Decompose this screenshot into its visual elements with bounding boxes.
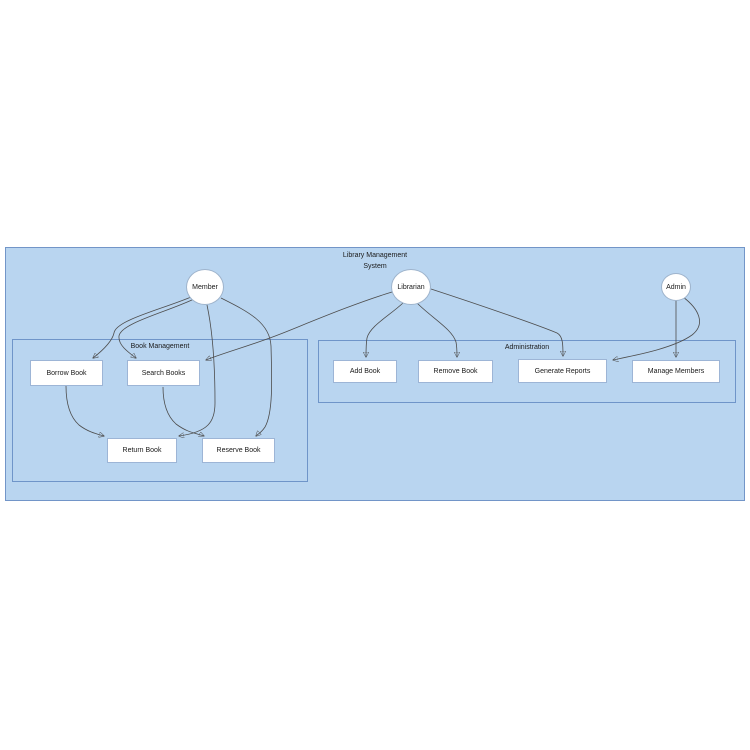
usecase-generate-reports-label: Generate Reports (534, 367, 591, 375)
usecase-add-book-label: Add Book (349, 368, 381, 375)
actor-librarian: Librarian (391, 269, 431, 305)
group-administration-label: Administration (504, 344, 550, 351)
system-title-line2: System (363, 263, 387, 270)
usecase-return-book: Return Book (107, 438, 177, 463)
group-book-management-label: Book Management (130, 343, 190, 350)
actor-admin: Admin (661, 273, 691, 301)
usecase-manage-members: Manage Members (632, 360, 720, 383)
usecase-reserve-book-label: Reserve Book (216, 447, 261, 454)
usecase-reserve-book: Reserve Book (202, 438, 275, 463)
usecase-return-book-label: Return Book (122, 447, 162, 454)
actor-admin-label: Admin (666, 283, 686, 291)
usecase-add-book: Add Book (333, 360, 397, 383)
usecase-search-books: Search Books (127, 360, 200, 386)
usecase-manage-members-label: Manage Members (647, 368, 705, 375)
usecase-remove-book-label: Remove Book (433, 368, 478, 375)
usecase-generate-reports: Generate Reports (518, 359, 607, 383)
usecase-remove-book: Remove Book (418, 360, 493, 383)
system-title: Library Management System (6, 250, 744, 272)
actor-member-label: Member (192, 283, 218, 291)
usecase-borrow-book-label: Borrow Book (46, 369, 87, 377)
actor-librarian-label: Librarian (397, 283, 425, 291)
usecase-search-books-label: Search Books (141, 369, 186, 377)
system-title-line1: Library Management (342, 252, 408, 259)
actor-member: Member (186, 269, 224, 305)
usecase-borrow-book: Borrow Book (30, 360, 103, 386)
